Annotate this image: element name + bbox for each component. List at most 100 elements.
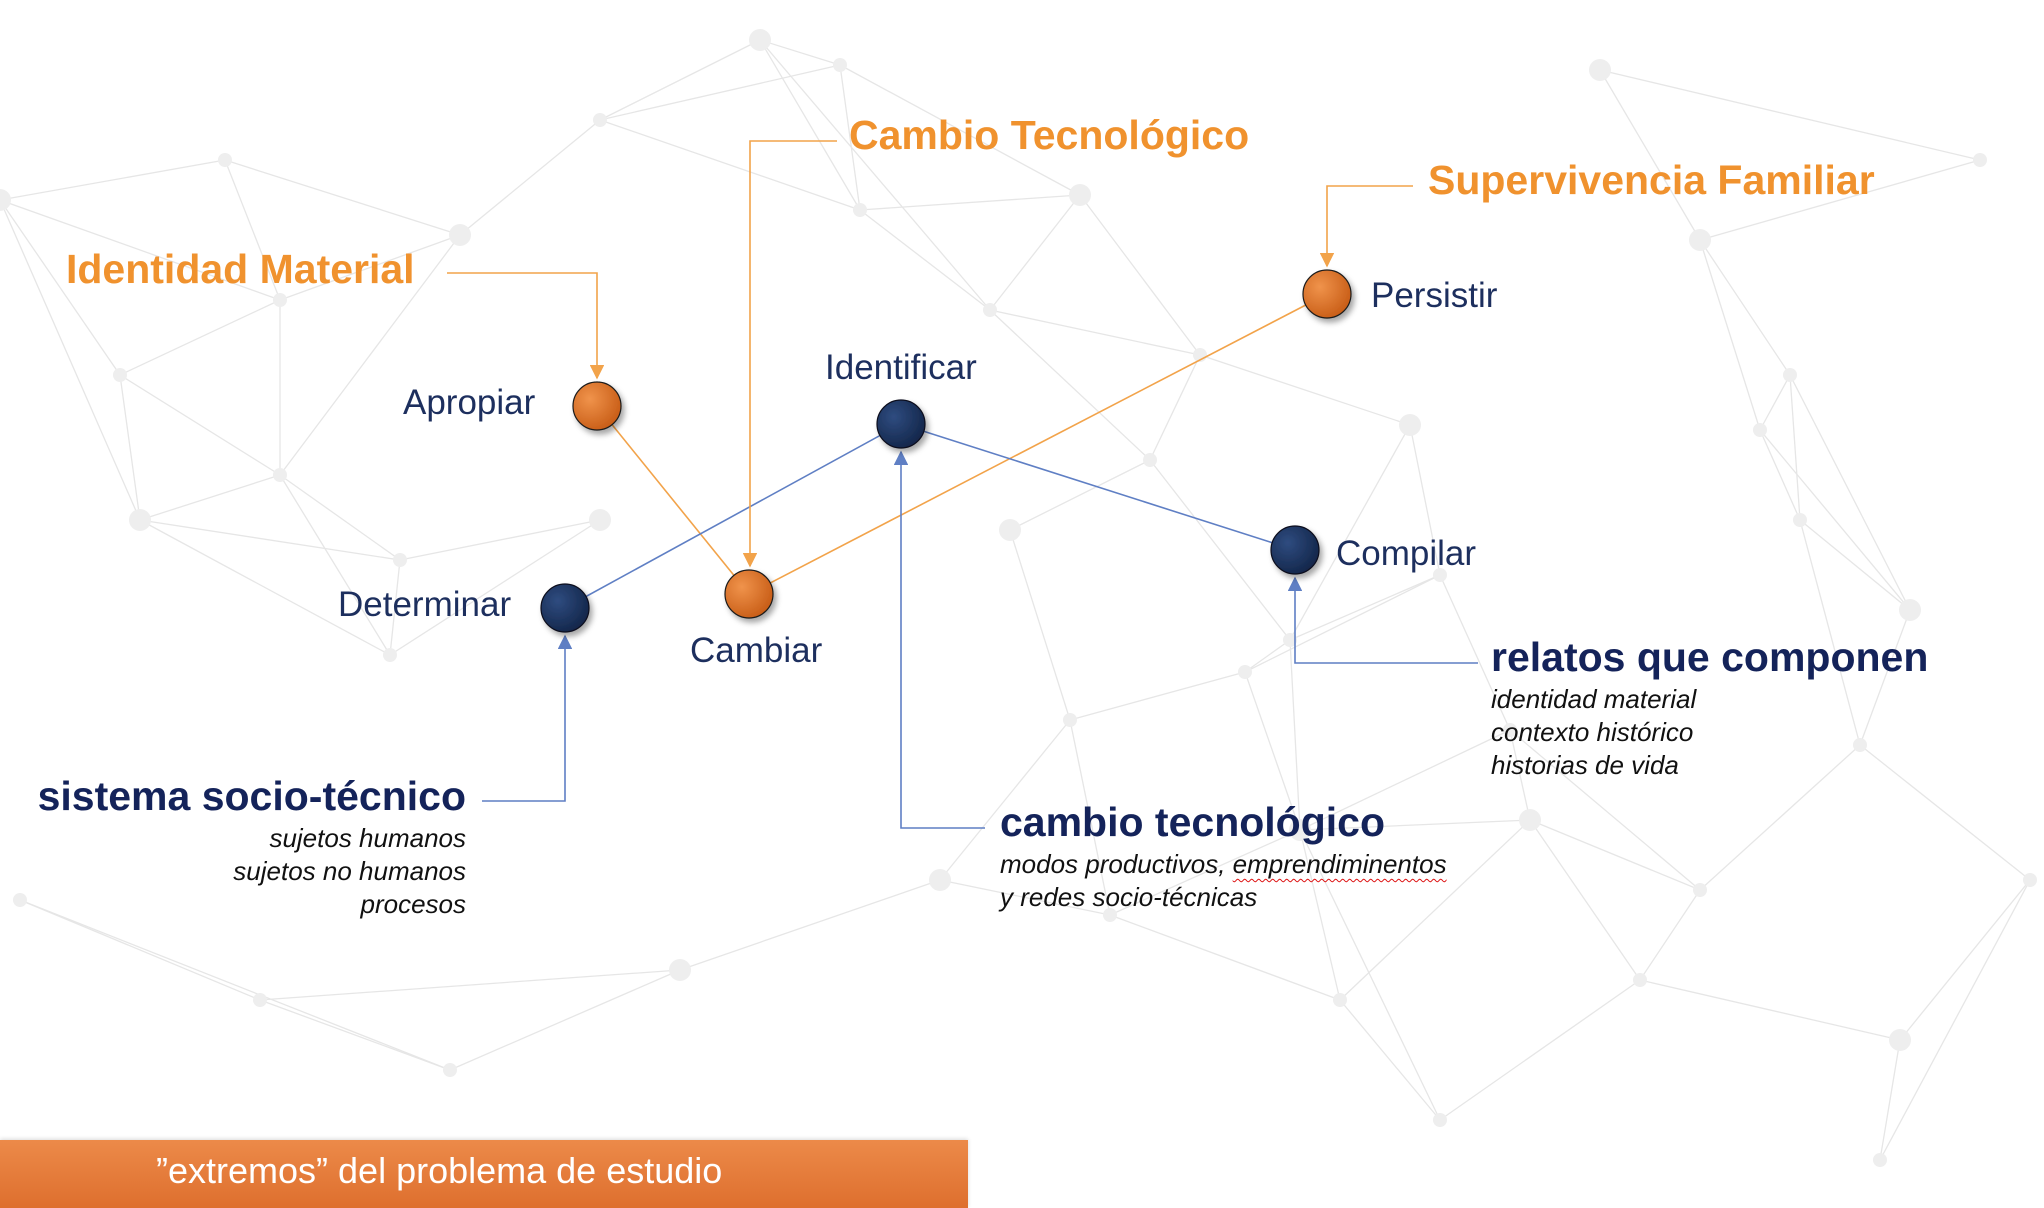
anchor-sistema-socio-tecnico: sistema socio-técnico sujetos humanos su… [20,773,466,921]
background-network-line [0,159,226,201]
background-network-dot [1333,993,1347,1007]
anchor-cambio-items: modos productivos, emprendiminentos y re… [1000,848,1447,914]
background-network-dot [1753,423,1767,437]
background-network-dot [1433,568,1447,582]
background-network-dot [1853,738,1867,752]
anchor-sistema-items: sujetos humanos sujetos no humanos proce… [20,822,466,921]
background-network-line [1244,639,1291,673]
spellcheck-flagged-word: emprendiminentos [1232,849,1447,879]
background-network-line [1509,729,1531,821]
anchor-relatos-items: identidad material contexto histórico hi… [1491,683,1928,782]
background-network-line [599,119,861,211]
theme-supervivencia-familiar: Supervivencia Familiar [1428,157,1875,203]
background-network-line [1299,829,1341,1001]
background-network-line [1289,424,1411,641]
anchor-relatos-item: historias de vida [1491,750,1679,780]
background-network-line [1859,744,2031,881]
background-network-line [1339,819,1531,1001]
background-network-line [1009,459,1151,531]
background-network-line [1639,979,1901,1041]
background-network-line [939,879,1111,916]
edge-apropiar-cambiar [596,405,750,595]
connector-cambio-tecnologico [742,140,837,568]
anchor-cambio-line1: modos productivos, emprendiminentos [1000,848,1447,881]
background-network-line [1289,574,1441,641]
background-network-line [1289,639,1301,831]
background-network-line [989,309,1151,461]
connector-supervivencia-familiar [1319,185,1413,268]
anchor-relatos-title: relatos que componen [1491,634,1929,680]
background-network-dot [1689,229,1711,251]
background-network-line [224,159,281,301]
node-identificar [876,399,926,449]
background-network-line [0,199,121,376]
background-network-line [119,299,281,376]
background-network-line [279,474,401,561]
background-network-dot [1503,723,1517,737]
node-determinar [540,583,590,633]
background-network-dot [273,468,287,482]
background-network-line [1899,879,2031,1041]
background-network-line [989,194,1081,311]
background-network-line [989,309,1201,356]
background-network-line [279,234,461,301]
background-network-line [1699,159,1981,241]
background-network-line [679,879,941,971]
background-network-dot [853,203,867,217]
footer-text: ”extremos” del problema de estudio [156,1150,723,1191]
background-network-dot [1143,453,1157,467]
background-network-line [224,159,461,236]
label-apropiar: Apropiar [403,383,536,422]
background-network-dot [1889,1029,1911,1051]
node-apropiar [572,381,622,431]
background-network-line [139,519,401,561]
background-network-dot [669,959,691,981]
background-network-line [1799,519,1861,746]
background-network-line [1299,819,1531,831]
background-network-dot [589,509,611,531]
footer-banner: ”extremos” del problema de estudio [0,1140,968,1208]
connector-cambio-tecnologico-anchor [893,450,985,829]
background-network-dot [393,553,407,567]
background-network-line [1439,574,1511,731]
connector-sistema-socio-tecnico [482,634,573,802]
background-network-line [1879,1039,1901,1161]
background-network-line [1244,574,1441,673]
background-network-line [1529,819,1701,891]
background-network-dot [983,303,997,317]
background-network-line [759,39,841,66]
anchor-sistema-title: sistema socio-técnico [37,773,466,819]
background-network-line [1069,719,1111,916]
background-network-line [1879,879,2031,1161]
background-network-line [599,39,761,121]
background-network-line [839,64,1081,196]
edge-cambiar-persistir [748,293,1328,595]
background-network-dot [1973,153,1987,167]
background-network-line [19,899,451,1071]
background-network-line [1109,829,1301,916]
anchor-cambio-title: cambio tecnológico [1000,799,1385,845]
background-network-dot [1519,809,1541,831]
background-network-line [859,194,1081,211]
background-network-dot [1633,973,1647,987]
theme-identidad-material: Identidad Material [66,246,415,292]
background-network-line [1339,999,1441,1121]
background-network-line [459,119,601,236]
background-network-dot [253,993,267,1007]
anchor-sistema-item: procesos [360,889,467,919]
background-network-line [1699,239,1761,431]
background-network-dot [1069,184,1091,206]
background-network-line [1799,519,1911,611]
background-network-dot [1793,513,1807,527]
background-network-line [259,969,681,1001]
background-network-dot [999,519,1021,541]
background-network-dot [218,153,232,167]
background-network-line [1789,374,1801,521]
background-network-line [1529,819,1641,981]
background-network-line [759,39,861,211]
background-network-dot [1693,883,1707,897]
background-network-dot [1063,713,1077,727]
background-network-dot [0,189,11,211]
anchor-cambio-line1-text: modos productivos, [1000,849,1233,879]
background-network-line [1199,354,1411,426]
